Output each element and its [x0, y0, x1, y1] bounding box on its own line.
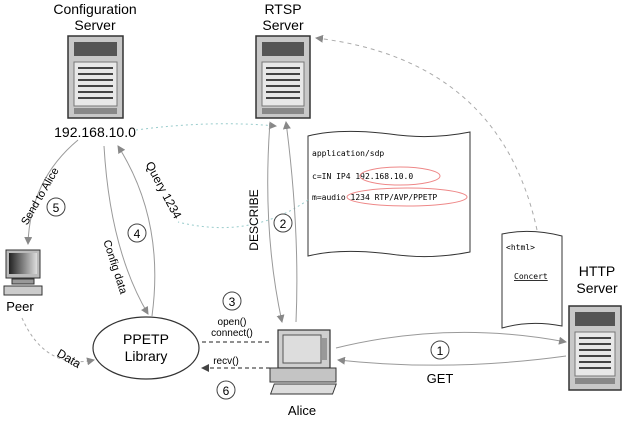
config-server-title-1: Configuration	[53, 1, 136, 17]
config-server-title-2: Server	[74, 17, 116, 33]
ip-highlight	[359, 166, 441, 186]
arrow-get	[335, 331, 567, 349]
rtsp-server-title-2: Server	[262, 17, 304, 33]
svg-text:2: 2	[280, 217, 287, 231]
svg-text:1: 1	[437, 344, 444, 358]
step-5: 5	[46, 197, 66, 217]
http-server: HTTP Server	[568, 263, 622, 391]
html-tag: <html>	[506, 243, 535, 252]
step-6: 6	[216, 380, 236, 400]
label-send-to-alice: Send to Alice	[19, 166, 62, 228]
sdp-document: application/sdp c=IN IP4 192.168.10.0 m=…	[307, 130, 471, 258]
arrow-query	[117, 145, 156, 317]
http-server-title-2: Server	[576, 280, 618, 296]
html-document: <html> Concert	[501, 230, 563, 329]
svg-text:3: 3	[229, 295, 236, 309]
port-highlight	[346, 187, 468, 207]
label-recv: recv()	[213, 356, 239, 367]
step-3: 3	[222, 291, 242, 311]
server-tower-icon	[67, 35, 124, 119]
alice-label: Alice	[288, 403, 316, 418]
sdp-line-3: m=audio 1234 RTP/AVP/PPETP	[312, 193, 437, 202]
arrow-ip-link	[135, 121, 277, 131]
label-open: open()	[218, 317, 247, 328]
computer-icon	[269, 329, 337, 395]
arrow-config-data	[103, 145, 149, 315]
arrow-describe-response	[282, 121, 298, 323]
step-4: 4	[127, 223, 147, 243]
config-server: Configuration Server 192.168.10.0	[53, 1, 136, 140]
arrow-get-response	[337, 355, 567, 366]
svg-text:4: 4	[134, 227, 141, 241]
step-2: 2	[273, 213, 293, 233]
alice: Alice	[269, 329, 337, 418]
label-describe: DESCRIBE	[247, 189, 261, 250]
http-server-title-1: HTTP	[579, 263, 616, 279]
svg-text:6: 6	[223, 384, 230, 398]
rtsp-server: RTSP Server	[255, 1, 311, 119]
label-connect: connect()	[211, 328, 253, 339]
library-label-2: Library	[125, 348, 168, 364]
peer: Peer	[3, 249, 43, 314]
arrow-describe	[267, 121, 285, 323]
server-tower-icon	[568, 305, 622, 391]
label-get: GET	[427, 371, 454, 386]
sdp-line-2: c=IN IP4 192.168.10.0	[312, 172, 413, 181]
label-data: Data	[55, 346, 84, 371]
arrow-send-to-alice	[24, 139, 79, 245]
sdp-line-1: application/sdp	[312, 149, 384, 158]
ppetp-library: PPETP Library	[92, 316, 200, 380]
server-tower-icon	[255, 35, 311, 119]
html-link: Concert	[514, 272, 548, 281]
config-server-ip: 192.168.10.0	[54, 124, 136, 140]
rtsp-server-title-1: RTSP	[264, 1, 301, 17]
step-1: 1	[430, 340, 450, 360]
label-config-data: Config data	[100, 238, 129, 296]
label-query: Query 1234	[143, 159, 185, 221]
peer-label: Peer	[6, 299, 34, 314]
svg-text:5: 5	[53, 201, 60, 215]
arrow-html-to-rtsp	[315, 34, 538, 231]
computer-icon	[3, 249, 43, 296]
library-label-1: PPETP	[123, 331, 169, 347]
